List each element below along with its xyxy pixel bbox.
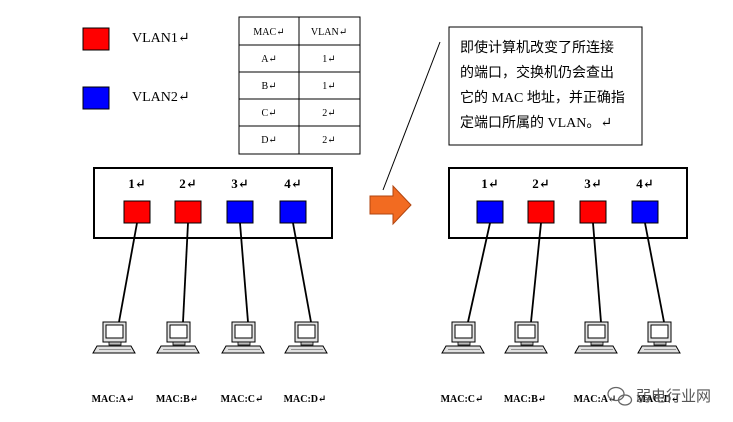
after-cable: [592, 222, 602, 323]
after-port-2: [527, 200, 555, 224]
computer-icon: [504, 321, 548, 354]
table-cell-mac-c: C↵: [261, 108, 276, 119]
computer-icon: [92, 321, 136, 354]
switch-after: 1↵ MAC:C↵ 2↵ MAC:B↵ 3↵ MAC:A↵ 4↵ MAC:D↵: [441, 167, 688, 405]
before-cable: [118, 222, 138, 323]
after-mac-label: MAC:B↵: [504, 394, 546, 405]
after-port-1: [476, 200, 504, 224]
before-port-4: [279, 200, 307, 224]
before-port-number: 1↵: [128, 176, 145, 191]
watermark: 弱电行业网: [607, 386, 711, 406]
table-cell-mac-a: A↵: [261, 54, 277, 65]
before-port-2: [174, 200, 202, 224]
before-port-1: [123, 200, 151, 224]
after-cable: [530, 222, 542, 323]
wechat-icon: [607, 386, 633, 406]
before-mac-label: MAC:A↵: [92, 394, 135, 405]
mac-vlan-table: MAC↵ VLAN↵ A↵ 1↵ B↵ 1↵ C↵ 2↵ D↵ 2↵: [238, 16, 361, 155]
before-mac-label: MAC:D↵: [284, 394, 327, 405]
table-cell-vlan-d: 2↵: [322, 135, 335, 146]
callout-line-4: 定端口所属的 VLAN。↵: [460, 115, 612, 131]
watermark-text: 弱电行业网: [636, 387, 711, 405]
table-header-mac: MAC↵: [253, 27, 284, 38]
callout-pointer: [382, 41, 441, 191]
computer-icon: [441, 321, 485, 354]
callout-line-1: 即使计算机改变了所连接: [460, 39, 614, 56]
before-cable: [239, 222, 249, 323]
callout: 即使计算机改变了所连接 的端口，交换机仍会查出 它的 MAC 地址，并正确指 定…: [382, 26, 643, 191]
table-cell-vlan-c: 2↵: [322, 108, 335, 119]
computer-icon: [574, 321, 618, 354]
before-port-number: 3↵: [231, 176, 248, 191]
callout-box: [448, 26, 643, 146]
table-cell-vlan-b: 1↵: [322, 81, 335, 92]
table-cell-mac-d: D↵: [261, 135, 277, 146]
after-mac-label: MAC:A↵: [574, 394, 617, 405]
before-port-number: 2↵: [179, 176, 196, 191]
computer-icon: [221, 321, 265, 354]
after-mac-label: MAC:D↵: [637, 394, 680, 405]
computer-icon: [156, 321, 200, 354]
after-cable: [467, 222, 491, 323]
callout-line-2: 的端口，交换机仍会查出: [460, 64, 614, 81]
after-mac-label: MAC:C↵: [441, 394, 484, 405]
table-cell-vlan-a: 1↵: [322, 54, 335, 65]
before-port-3: [226, 200, 254, 224]
legend: VLAN1↵ VLAN2↵: [82, 27, 190, 110]
before-cable: [182, 222, 189, 323]
before-cable: [292, 222, 312, 323]
after-port-number: 4↵: [636, 176, 653, 191]
after-port-number: 2↵: [532, 176, 549, 191]
after-cable: [644, 222, 665, 323]
after-port-3: [579, 200, 607, 224]
after-port-4: [631, 200, 659, 224]
before-port-number: 4↵: [284, 176, 301, 191]
computer-icon: [637, 321, 681, 354]
transition-arrow-icon: [369, 184, 412, 226]
before-mac-label: MAC:C↵: [221, 394, 264, 405]
legend-label-vlan1: VLAN1↵: [132, 31, 190, 46]
legend-label-vlan2: VLAN2↵: [132, 90, 190, 105]
after-port-number: 1↵: [481, 176, 498, 191]
before-mac-label: MAC:B↵: [156, 394, 198, 405]
callout-line-3: 它的 MAC 地址，并正确指: [460, 89, 625, 106]
table-cell-mac-b: B↵: [261, 81, 276, 92]
table-header-vlan: VLAN↵: [311, 27, 347, 38]
switch-before: 1↵ MAC:A↵ 2↵ MAC:B↵ 3↵ MAC:C↵ 4↵ MAC:D↵: [92, 167, 333, 405]
after-port-number: 3↵: [584, 176, 601, 191]
legend-swatch-vlan1: [82, 27, 110, 51]
computer-icon: [284, 321, 328, 354]
legend-swatch-vlan2: [82, 86, 110, 110]
